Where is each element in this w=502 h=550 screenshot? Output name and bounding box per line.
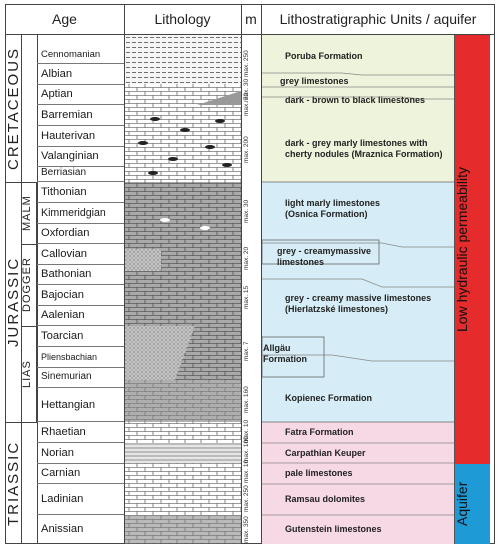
stage-pliensbachian: Pliensbachian xyxy=(37,347,124,368)
lith-keuper xyxy=(125,443,241,463)
period-jurassic: JURASSIC xyxy=(5,256,22,348)
callovian-box xyxy=(262,239,380,265)
stage-aalenian: Aalenian xyxy=(37,305,124,326)
lithology-column xyxy=(125,35,241,544)
header-units: Lithostratigraphic Units / aquifer xyxy=(279,11,477,27)
thickness-hierlatzske: max. 15 xyxy=(243,285,250,309)
unit-osnica: light marly limestones (Osnica Formation… xyxy=(285,198,381,219)
thickness-ramsau: max. 250 xyxy=(243,485,250,512)
stage-kimmeridgian: Kimmeridgian xyxy=(37,203,124,224)
stage-barremian: Barremian xyxy=(37,105,124,126)
bar-low-permeability xyxy=(454,35,490,464)
lith-poruba xyxy=(125,35,241,84)
unit-kopienec: Kopienec Formation xyxy=(285,393,373,403)
thickness-pale: max. 10 xyxy=(243,459,250,483)
unit-allgau: Allgäu Formation xyxy=(263,343,307,364)
thickness-osnica: max. 30 xyxy=(243,199,250,223)
lith-aptian xyxy=(125,84,241,105)
unit-keuper: Carpathian Keuper xyxy=(285,448,366,458)
thickness-kopienec: max. 160 xyxy=(243,386,250,414)
thickness-creamy-massive: max. 20 xyxy=(243,246,250,270)
stage-cennomanian: Cennomanian xyxy=(37,45,124,64)
unit-poruba: Poruba Formation xyxy=(285,51,363,61)
header-thickness: m xyxy=(245,11,257,27)
bar-aquifer xyxy=(454,464,490,544)
stage-carnian: Carnian xyxy=(37,463,124,484)
unit-pale: pale limestones xyxy=(285,468,353,478)
unit-creamy-massive: grey - creamymassive limestones xyxy=(277,246,372,267)
stage-albian: Albian xyxy=(37,64,124,85)
lith-malm xyxy=(125,182,241,244)
header-divider xyxy=(5,34,495,35)
unit-dividers xyxy=(262,72,454,516)
col-divider-age xyxy=(124,4,125,544)
band-cretaceous xyxy=(262,35,454,182)
unit-gutenstein: Gutenstein limestones xyxy=(285,524,382,534)
epoch-malm: MALM xyxy=(21,195,33,231)
header-age: Age xyxy=(52,11,77,27)
unit-ramsau: Ramsau dolomites xyxy=(285,494,366,504)
thickness-mraznica: max. 200 xyxy=(243,136,250,164)
col-divider-lith xyxy=(241,4,242,544)
stage-berriasian: Berriasian xyxy=(37,164,124,182)
stage-anissian: Anissian xyxy=(41,523,84,535)
stage-column xyxy=(37,34,124,544)
stage-bathonian: Bathonian xyxy=(37,264,124,285)
stage-ladinian: Ladinian xyxy=(37,484,124,515)
period-divider-2 xyxy=(5,422,37,423)
stage-valanginian: Valanginian xyxy=(37,146,124,167)
thickness-allgau: max. 7 xyxy=(243,341,250,361)
lith-ramsau xyxy=(125,484,241,515)
stage-hettangian: Hettangian xyxy=(37,388,124,422)
diagram-frame xyxy=(5,4,495,544)
unit-grey-limestones: grey limestones xyxy=(280,76,349,86)
col-divider-period xyxy=(21,34,22,544)
stage-sinemurian: Sinemurian xyxy=(37,367,124,388)
label-low-permeability: Low hydraulic permeability xyxy=(454,167,470,332)
stage-norian: Norian xyxy=(37,443,124,464)
stage-rhaetian: Rhaetian xyxy=(37,422,124,443)
thickness-dark-brown: max. 70 xyxy=(243,92,250,116)
epoch-divider-2 xyxy=(21,326,37,327)
label-aquifer: Aquifer xyxy=(454,481,470,527)
stage-hauterivan: Hauterivan xyxy=(37,126,124,147)
lith-gutenstein xyxy=(125,515,241,544)
unit-mraznica: dark - grey marly limestones with cherty… xyxy=(285,138,443,159)
period-divider-1 xyxy=(5,182,37,183)
period-triassic: TRIASSIC xyxy=(5,440,22,526)
epoch-dogger: DOGGER xyxy=(21,257,33,313)
stage-aptian: Aptian xyxy=(37,84,124,105)
stage-tithonian: Tithonian xyxy=(37,182,124,203)
col-divider-m xyxy=(261,4,262,544)
epoch-column xyxy=(21,182,37,422)
unit-hierlatzske: grey - creamy massive limestones (Hierla… xyxy=(285,293,432,314)
period-cretaceous: CRETACEOUS xyxy=(5,46,22,170)
unit-fatra: Fatra Formation xyxy=(285,427,354,437)
band-jurassic xyxy=(262,182,454,422)
header-lithology: Lithology xyxy=(154,11,211,27)
stage-bajocian: Bajocian xyxy=(37,285,124,306)
stage-callovian: Callovian xyxy=(37,244,124,265)
lith-carnian xyxy=(125,463,241,484)
stage-oxfordian: Oxfordian xyxy=(37,223,124,244)
stage-toarcian: Toarcian xyxy=(37,326,124,347)
epoch-lias: LIAS xyxy=(21,360,33,388)
lith-fatra xyxy=(125,422,241,443)
unit-dark-brown: dark - brown to black limestones xyxy=(285,95,426,105)
band-triassic xyxy=(262,422,454,544)
thickness-poruba: max. 250 xyxy=(243,50,250,78)
epoch-divider-1 xyxy=(21,244,37,245)
allgau-box xyxy=(262,336,325,378)
thickness-gutenstein: max. 350 xyxy=(243,516,250,544)
